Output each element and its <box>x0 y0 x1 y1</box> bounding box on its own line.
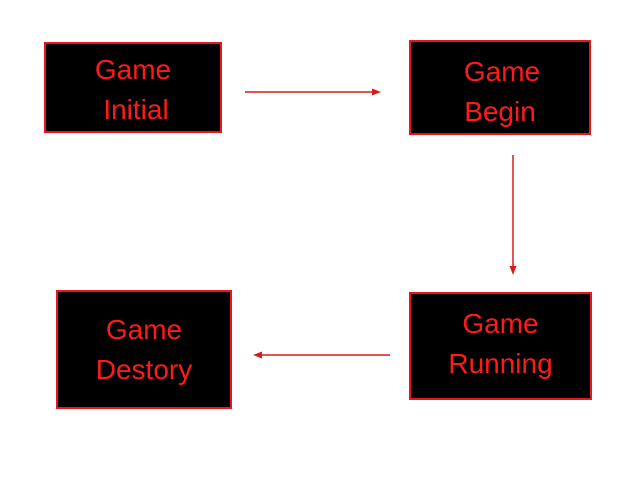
node-label-line1: Game <box>463 56 541 87</box>
state-node-game-begin: Game Begin <box>409 40 591 135</box>
node-label-line1: Game <box>105 314 183 345</box>
state-node-game-destory: Game Destory <box>56 290 232 409</box>
node-label-line1: Game <box>462 308 539 339</box>
arrow-begin-to-running <box>509 155 517 275</box>
node-label-line2: Destory <box>95 354 193 385</box>
node-label-line2: Initial <box>103 94 169 125</box>
node-label-line2: Running <box>448 348 553 379</box>
state-node-game-running: Game Running <box>409 292 592 400</box>
node-label-line2: Begin <box>464 96 536 127</box>
node-label-line1: Game <box>94 54 172 85</box>
arrow-running-to-destory <box>253 351 390 359</box>
state-node-game-initial: Game Initial <box>44 42 222 133</box>
arrow-initial-to-begin <box>245 88 381 96</box>
